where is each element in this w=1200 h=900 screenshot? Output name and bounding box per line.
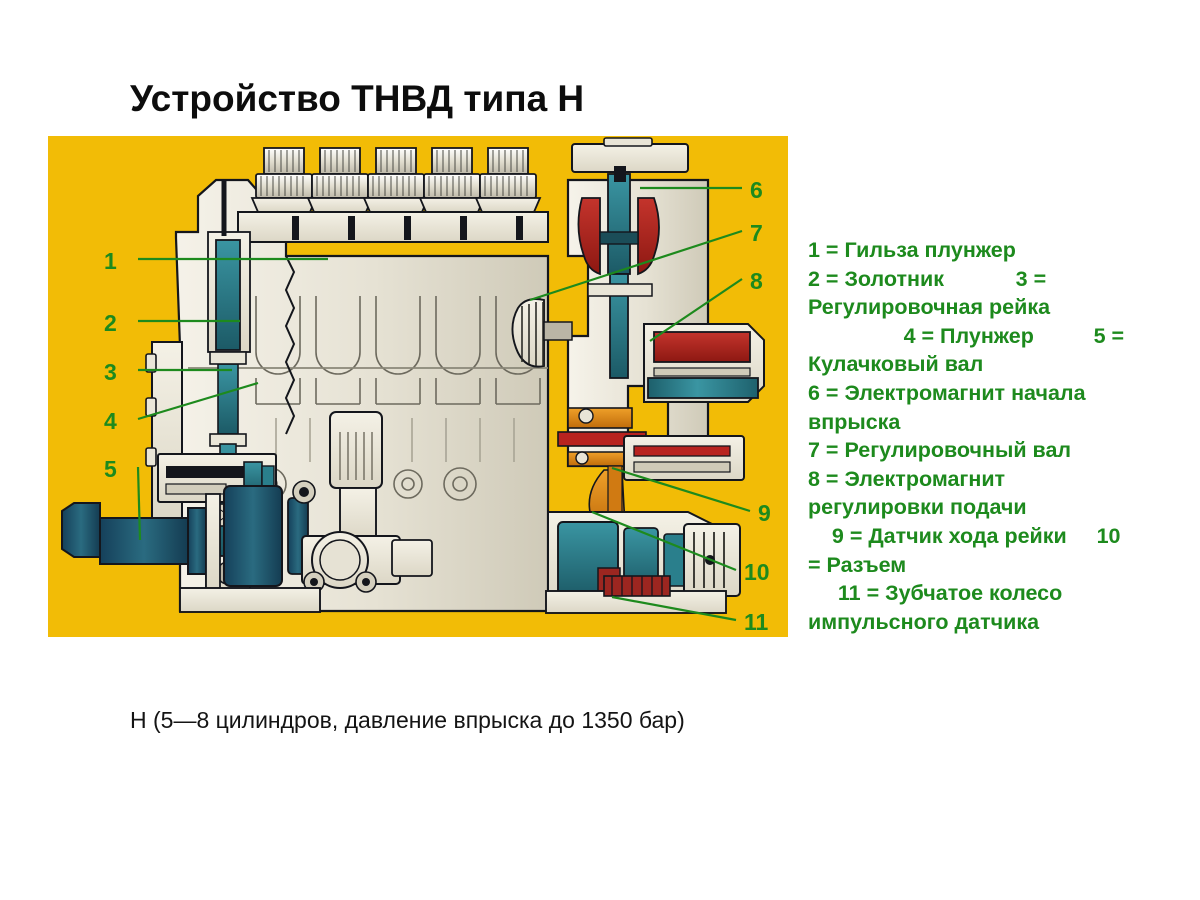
pump-outlet: [391, 539, 433, 577]
callout-8: 8: [750, 268, 763, 294]
solenoid-cap: [571, 143, 689, 173]
lower-bracket: [179, 587, 321, 613]
leader-10: [591, 510, 737, 572]
pump-assembly: [61, 137, 765, 614]
pump-cutaway-svg: [48, 136, 788, 637]
callout-9: 9: [758, 500, 771, 526]
feed-pump-group: [292, 411, 433, 593]
solenoid-armature-6: [607, 173, 631, 275]
cam-lobe-a: [223, 485, 283, 587]
barrel-bore-arches: [255, 296, 541, 375]
pump-bolt-right-hole: [362, 578, 370, 586]
coil-left-6: [577, 197, 601, 276]
camshaft-nut: [61, 502, 101, 558]
callout-7: 7: [750, 220, 763, 246]
callout-11: 11: [744, 609, 769, 635]
delivery-valve: [418, 147, 486, 213]
callout-2: 2: [104, 310, 117, 336]
rod-guide: [587, 283, 653, 297]
leader-9: [611, 466, 751, 513]
solenoid-cap-boss: [603, 137, 653, 147]
callout-1: 1: [104, 248, 117, 274]
rack-bar: [165, 483, 227, 495]
sensor-body-9: [623, 435, 745, 481]
camshaft-shoulder: [187, 507, 207, 575]
leader-7: [529, 229, 743, 302]
callout-4: 4: [104, 408, 117, 434]
linkage-arm-top: [567, 407, 633, 429]
coil-8: [653, 331, 751, 363]
pump-cutaway-figure: [48, 136, 788, 637]
leader-11: [611, 595, 737, 622]
camshaft-seal-plate: [205, 493, 221, 591]
section-break-line: [284, 255, 296, 435]
armature-8: [647, 377, 759, 399]
plunger-sleeve-1: [215, 239, 241, 351]
rail-slots: [292, 216, 523, 240]
barrel-flutes: [339, 432, 373, 480]
figure-caption: Н (5—8 цилиндров, давление впрыска до 13…: [130, 707, 685, 733]
leader-8: [649, 278, 743, 342]
sump-flange-left: [179, 587, 321, 613]
wheel-teeth-11: [611, 576, 663, 596]
pivot-pin-a: [578, 408, 594, 424]
delivery-control-solenoid-8: [643, 323, 765, 403]
delivery-valve-group: [250, 147, 542, 213]
sensor-core-9: [633, 461, 731, 473]
toothed-wheel-11: [603, 575, 671, 597]
leader-lines: [136, 186, 751, 622]
armature-collar: [599, 231, 639, 245]
delivery-valve: [306, 147, 374, 213]
page-title: Устройство ТНВД типа Н: [130, 78, 585, 119]
flange-bolt-top: [145, 353, 157, 373]
leader-4: [137, 381, 259, 421]
sensor-coil-9: [633, 445, 731, 457]
coil-8-shim: [653, 367, 751, 377]
callout-3: 3: [104, 359, 117, 385]
spool-valve-2: [217, 363, 239, 435]
feed-pump-neck: [339, 487, 377, 541]
pump-stud-hole: [299, 487, 309, 497]
flange-bolt-low: [145, 447, 157, 467]
rack-travel-sensor-9: [623, 435, 745, 481]
legend-block: 1 = Гильза плунжер 2 = Золотник 3 = Регу…: [808, 238, 1125, 634]
lower-bore-arches: [255, 378, 541, 405]
rack-slot: [166, 466, 250, 478]
delivery-valve: [250, 147, 318, 213]
coil-right-6: [637, 197, 660, 276]
valve-rail-plate: [237, 211, 549, 243]
spool-shoulder-top: [209, 351, 247, 365]
control-shaft-7: [511, 298, 573, 368]
leader-5: [136, 466, 142, 541]
timing-rod: [609, 273, 629, 379]
shaft-journal-7: [543, 321, 573, 341]
rotor-inner: [319, 539, 361, 581]
armature-tip: [614, 166, 626, 182]
callout-5: 5: [104, 456, 117, 482]
camshaft-journal: [99, 517, 189, 565]
pump-bolt-left-hole: [310, 578, 318, 586]
gear-teeth-7: [521, 302, 544, 366]
pivot-pin-b: [575, 451, 589, 465]
delivery-valve: [362, 147, 430, 213]
callout-10: 10: [744, 559, 770, 585]
callout-6: 6: [750, 177, 763, 203]
